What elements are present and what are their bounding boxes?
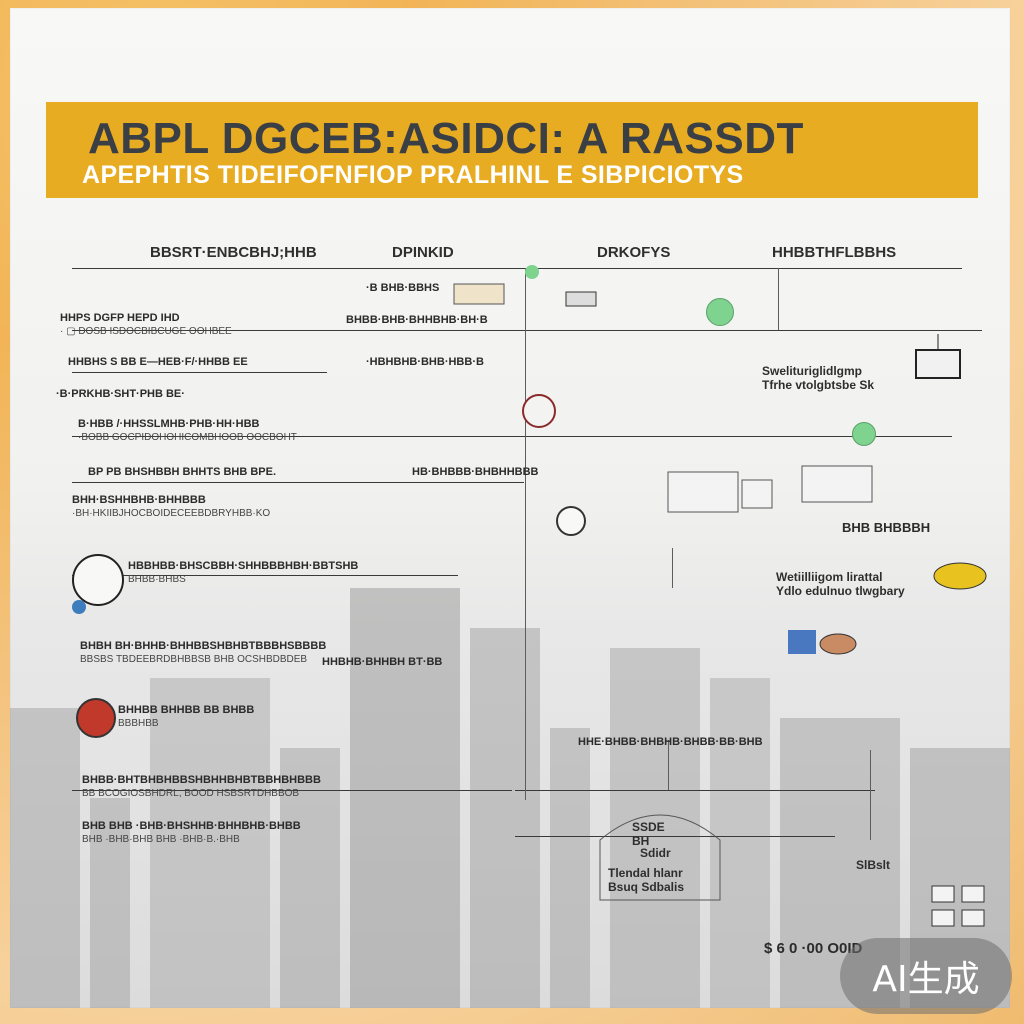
row-divider [72,436,952,437]
cabinet-icon [453,283,505,305]
mid-row-4: HB·BHBBB·BHBHHBBB [412,466,539,478]
row-divider [72,372,327,373]
left-row-4: B·HBB /·HHSSLMHB·PHB·HH·HBB·BOBB GOCPIDO… [78,418,297,443]
mid-row-3: ·HBHBHB·BHB·HBB·B [366,356,484,368]
mid-row-1: ·B BHB·BBHS [366,282,440,294]
mid-row-5: HHBHB·BHHBH BT·BB [322,656,443,668]
callout-4: Sdidr [640,846,671,860]
column-divider [672,548,673,588]
column-header-3: DRKOFYS [597,244,671,261]
chef-sketch-icon [788,630,857,655]
laptop-icon [565,291,597,307]
left-row-2: HHBHS S BB E—HEB·F/·HHBB EE [68,356,248,368]
column-header-4: HHBBTHFLBBHS [772,244,897,261]
callout-6: SlBslt [856,858,891,872]
panel-sketch-icon [801,465,873,503]
banner-title: ABPL DGCEB:ASIDCI: A RASSDT [88,114,804,163]
green-marker-icon [852,422,876,446]
row-divider [515,790,875,791]
document-ring-icon [556,506,586,536]
target-ring-icon [522,394,556,428]
banner-subtitle: APEPHTIS TIDEIFOFNFIOP PRALHINL E SIBPIC… [82,161,744,189]
food-icon [76,698,116,738]
city-skyline-background [10,520,1010,1008]
ai-generated-watermark: AI生成 [840,938,1012,1014]
shoe-icon [933,562,987,590]
mid-row-2: BHBB·BHB·BHHBHB·BH·B [346,314,488,326]
left-row-6: BHH·BSHHBHB·BHHBBB·BH·HKIIBJHOCBOIDECEEB… [72,494,271,519]
column-divider [870,750,871,840]
column-header-2: DPINKID [392,244,454,261]
device-sketch-icon [667,471,773,513]
column-divider [668,740,669,790]
row-divider [72,330,982,331]
column-divider [778,268,779,330]
green-marker-icon [706,298,734,326]
speech-bubble-icon [72,554,124,606]
row-divider [72,575,458,576]
green-marker-icon [525,265,539,279]
row-divider [72,790,512,791]
left-row-3: ·B·PRKHB·SHT·PHB BE· [56,388,185,400]
row-divider [515,836,835,837]
bottom-row-label: HHE·BHBB·BHBHB·BHBB·BB·BHB [578,736,763,748]
left-row-5: BP PB BHSHBBH BHHTS BHB BPE. [88,466,277,478]
column-header-1: BBSRT·ENBCBHJ;HHB [150,244,317,261]
left-row-1: HHPS DGFP HEPD IHD· ▢ DOSB ISDOCBIBCUGE … [60,312,232,337]
shopping-bag-sketch-icon [599,814,721,901]
bottom-price-label: $ 6 0 ·00 O0ID [764,940,863,957]
basket-icon [915,334,961,379]
title-banner [46,102,978,198]
price-tags-icon [931,885,985,927]
column-divider [525,268,526,800]
row-divider [72,482,524,483]
header-divider [72,268,962,269]
blue-dot-icon [72,600,86,614]
panel-label: BHB BHBBBH [842,520,931,535]
